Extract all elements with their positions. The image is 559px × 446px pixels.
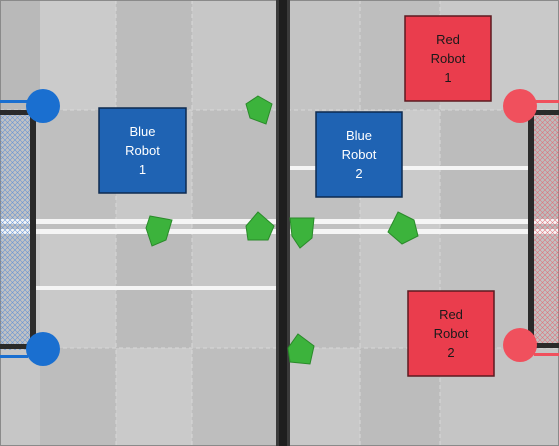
blue-goal-post-bottom bbox=[26, 332, 60, 366]
robot-label-line2: Robot bbox=[342, 147, 377, 162]
robot-label-line1: Red bbox=[439, 307, 463, 322]
triball bbox=[245, 211, 275, 241]
triball bbox=[245, 95, 273, 125]
blue-goal bbox=[0, 89, 60, 366]
red-goal-post-top bbox=[503, 89, 537, 123]
triballs bbox=[145, 95, 419, 365]
triball bbox=[145, 215, 173, 247]
triball bbox=[287, 333, 315, 365]
robot-label-line1: Red bbox=[436, 32, 460, 47]
robot-blue-1[interactable]: Blue Robot 1 bbox=[98, 107, 187, 194]
robot-label-line3: 1 bbox=[139, 162, 146, 177]
blue-goal-post-top bbox=[26, 89, 60, 123]
field-lines bbox=[0, 166, 559, 290]
robot-label-line2: Robot bbox=[434, 326, 469, 341]
robot-label-line1: Blue bbox=[129, 124, 155, 139]
robot-blue-2[interactable]: Blue Robot 2 bbox=[315, 111, 403, 198]
robot-red-1[interactable]: Red Robot 1 bbox=[404, 15, 492, 102]
triball bbox=[387, 211, 419, 245]
robot-label-line3: 1 bbox=[444, 70, 451, 85]
robot-label-line3: 2 bbox=[447, 345, 454, 360]
red-goal-post-bottom bbox=[503, 328, 537, 362]
triball bbox=[289, 217, 315, 249]
center-barrier bbox=[276, 0, 290, 446]
robot-label-line2: Robot bbox=[125, 143, 160, 158]
robot-label-line1: Blue bbox=[346, 128, 372, 143]
robot-label-line2: Robot bbox=[431, 51, 466, 66]
red-goal bbox=[503, 89, 559, 362]
robot-label-line3: 2 bbox=[355, 166, 362, 181]
robot-red-2[interactable]: Red Robot 2 bbox=[407, 290, 495, 377]
